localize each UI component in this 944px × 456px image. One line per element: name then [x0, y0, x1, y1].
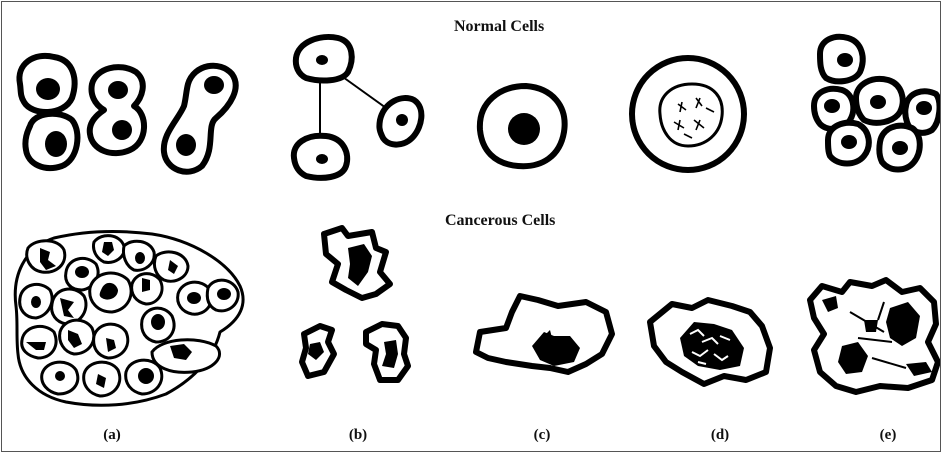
panel-label-e: (e) — [880, 427, 897, 444]
cancerous-cells-heading: Cancerous Cells — [445, 212, 555, 230]
panel-label-b: (b) — [349, 427, 367, 444]
normal-cells-c — [480, 86, 565, 166]
normal-cells-b — [294, 37, 422, 178]
cancerous-cells-b — [302, 228, 408, 380]
cancerous-cells-c — [476, 296, 612, 372]
normal-cells-a — [19, 56, 235, 172]
panel-label-d: (d) — [711, 427, 729, 444]
cancerous-cells-d — [650, 300, 770, 384]
normal-cells-e — [814, 37, 939, 170]
cancerous-cells-e — [810, 280, 938, 392]
normal-cells-d — [632, 58, 744, 170]
cancerous-cells-a — [15, 231, 243, 405]
panel-label-a: (a) — [103, 427, 121, 444]
panel-label-c: (c) — [534, 427, 551, 444]
normal-cells-heading: Normal Cells — [454, 18, 544, 36]
